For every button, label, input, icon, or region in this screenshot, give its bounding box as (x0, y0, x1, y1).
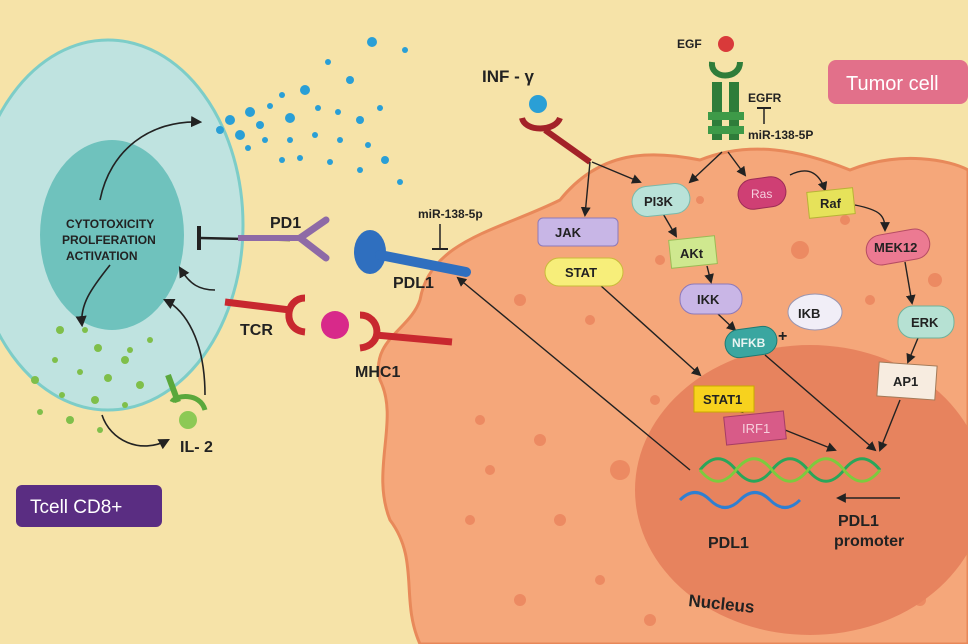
node-stat: STAT (544, 257, 624, 287)
inf-gamma-label: INF - γ (482, 67, 534, 86)
tcell-il2-arrow-up (162, 298, 206, 396)
node-stat1: STAT1 (693, 385, 755, 413)
pdl1-head (354, 230, 386, 274)
node-mek12: MEK12 (865, 228, 931, 266)
node-nfkb-label: NFKB (732, 336, 766, 350)
node-nfkb: NFKB (724, 325, 778, 359)
mhc1-stalk (374, 331, 453, 346)
pdl1-gene-label: PDL1 (708, 535, 749, 552)
tcell-il2-arrow-loop (101, 414, 170, 450)
node-ikb: IKB (787, 293, 843, 331)
il2-receptor-cup (169, 394, 208, 412)
egf-ligand (718, 36, 734, 52)
node-irf1: IRF1 (723, 410, 787, 446)
node-ikk-label: IKK (697, 292, 720, 307)
node-akt: AKt (668, 235, 718, 269)
node-akt-label: AKt (680, 246, 704, 261)
pdl1-stalk (375, 250, 471, 277)
node-ap1-label: AP1 (893, 374, 918, 389)
node-stat1-label: STAT1 (703, 392, 742, 407)
node-erk: ERK (897, 305, 955, 339)
tcr-stalk (224, 298, 291, 314)
mhc1-label: MHC1 (355, 364, 400, 381)
mrna-strand (678, 491, 802, 509)
mir-egfr-label: miR-138-5P (748, 128, 813, 142)
inf-gamma-receptor-stalk (543, 127, 592, 165)
egf-label: EGF (677, 37, 702, 51)
tcell-inner-line-1: CYTOTOXICITY (66, 217, 154, 231)
node-ras: Ras (737, 176, 787, 210)
pdl1-label: PDL1 (393, 275, 434, 292)
il2-granules (31, 326, 153, 433)
node-pi3k-label: PI3K (644, 194, 674, 209)
tumor-cytoplasm-spots (465, 196, 950, 626)
il2-label: IL- 2 (180, 439, 213, 456)
pdl1-promoter-line2: promoter (834, 533, 904, 550)
node-raf: Raf (806, 187, 856, 219)
node-jak: JAK (537, 217, 619, 247)
egfr-label: EGFR (748, 91, 782, 105)
tcell-cycle-arrow-right (178, 266, 216, 291)
node-stat-label: STAT (565, 265, 597, 280)
tcell-label: Tcell CD8+ (30, 497, 122, 518)
egfr-receptor (708, 61, 744, 140)
tumor-cell-badge (828, 60, 968, 104)
cytokine-granules (216, 37, 408, 185)
node-irf1-label: IRF1 (742, 421, 770, 436)
tcell-cycle-arrow-top (99, 116, 203, 201)
tcell-inner-line-2: PROLFERATION (62, 233, 156, 247)
tumor-cell-label: Tumor cell (846, 73, 939, 95)
node-erk-label: ERK (911, 315, 939, 330)
node-pi3k: PI3K (631, 183, 691, 217)
tcr-cup (285, 294, 306, 336)
node-ras-label: Ras (751, 187, 772, 201)
il2-ligand (179, 411, 197, 429)
nucleus (635, 345, 968, 635)
node-raf-label: Raf (820, 196, 842, 211)
mhc1-cup (359, 311, 381, 352)
node-ap1: AP1 (876, 361, 938, 401)
tcell-cycle-arrow-bottom (75, 264, 111, 328)
tcell-badge (16, 485, 162, 527)
node-mek12-label: MEK12 (874, 240, 917, 255)
pd1-label: PD1 (270, 215, 301, 232)
antigen-peptide (321, 311, 349, 339)
dna-helix (698, 457, 882, 483)
tcr-label: TCR (240, 322, 273, 339)
pd1-head (296, 216, 330, 262)
pdl1-promoter-line1: PDL1 (838, 513, 879, 530)
node-ikk: IKK (679, 283, 743, 315)
inf-gamma-ligand (529, 95, 547, 113)
nfkb-ikb-plus: + (778, 328, 787, 345)
inf-gamma-receptor-cup (519, 116, 563, 132)
tcell-inner-line-3: ACTIVATION (66, 249, 138, 263)
pathway-arrows (456, 151, 919, 503)
tcell-nucleus (40, 140, 184, 330)
mir-membrane-label: miR-138-5p (418, 207, 483, 221)
node-jak-label: JAK (555, 225, 582, 240)
node-ikb-label: IKB (798, 306, 820, 321)
